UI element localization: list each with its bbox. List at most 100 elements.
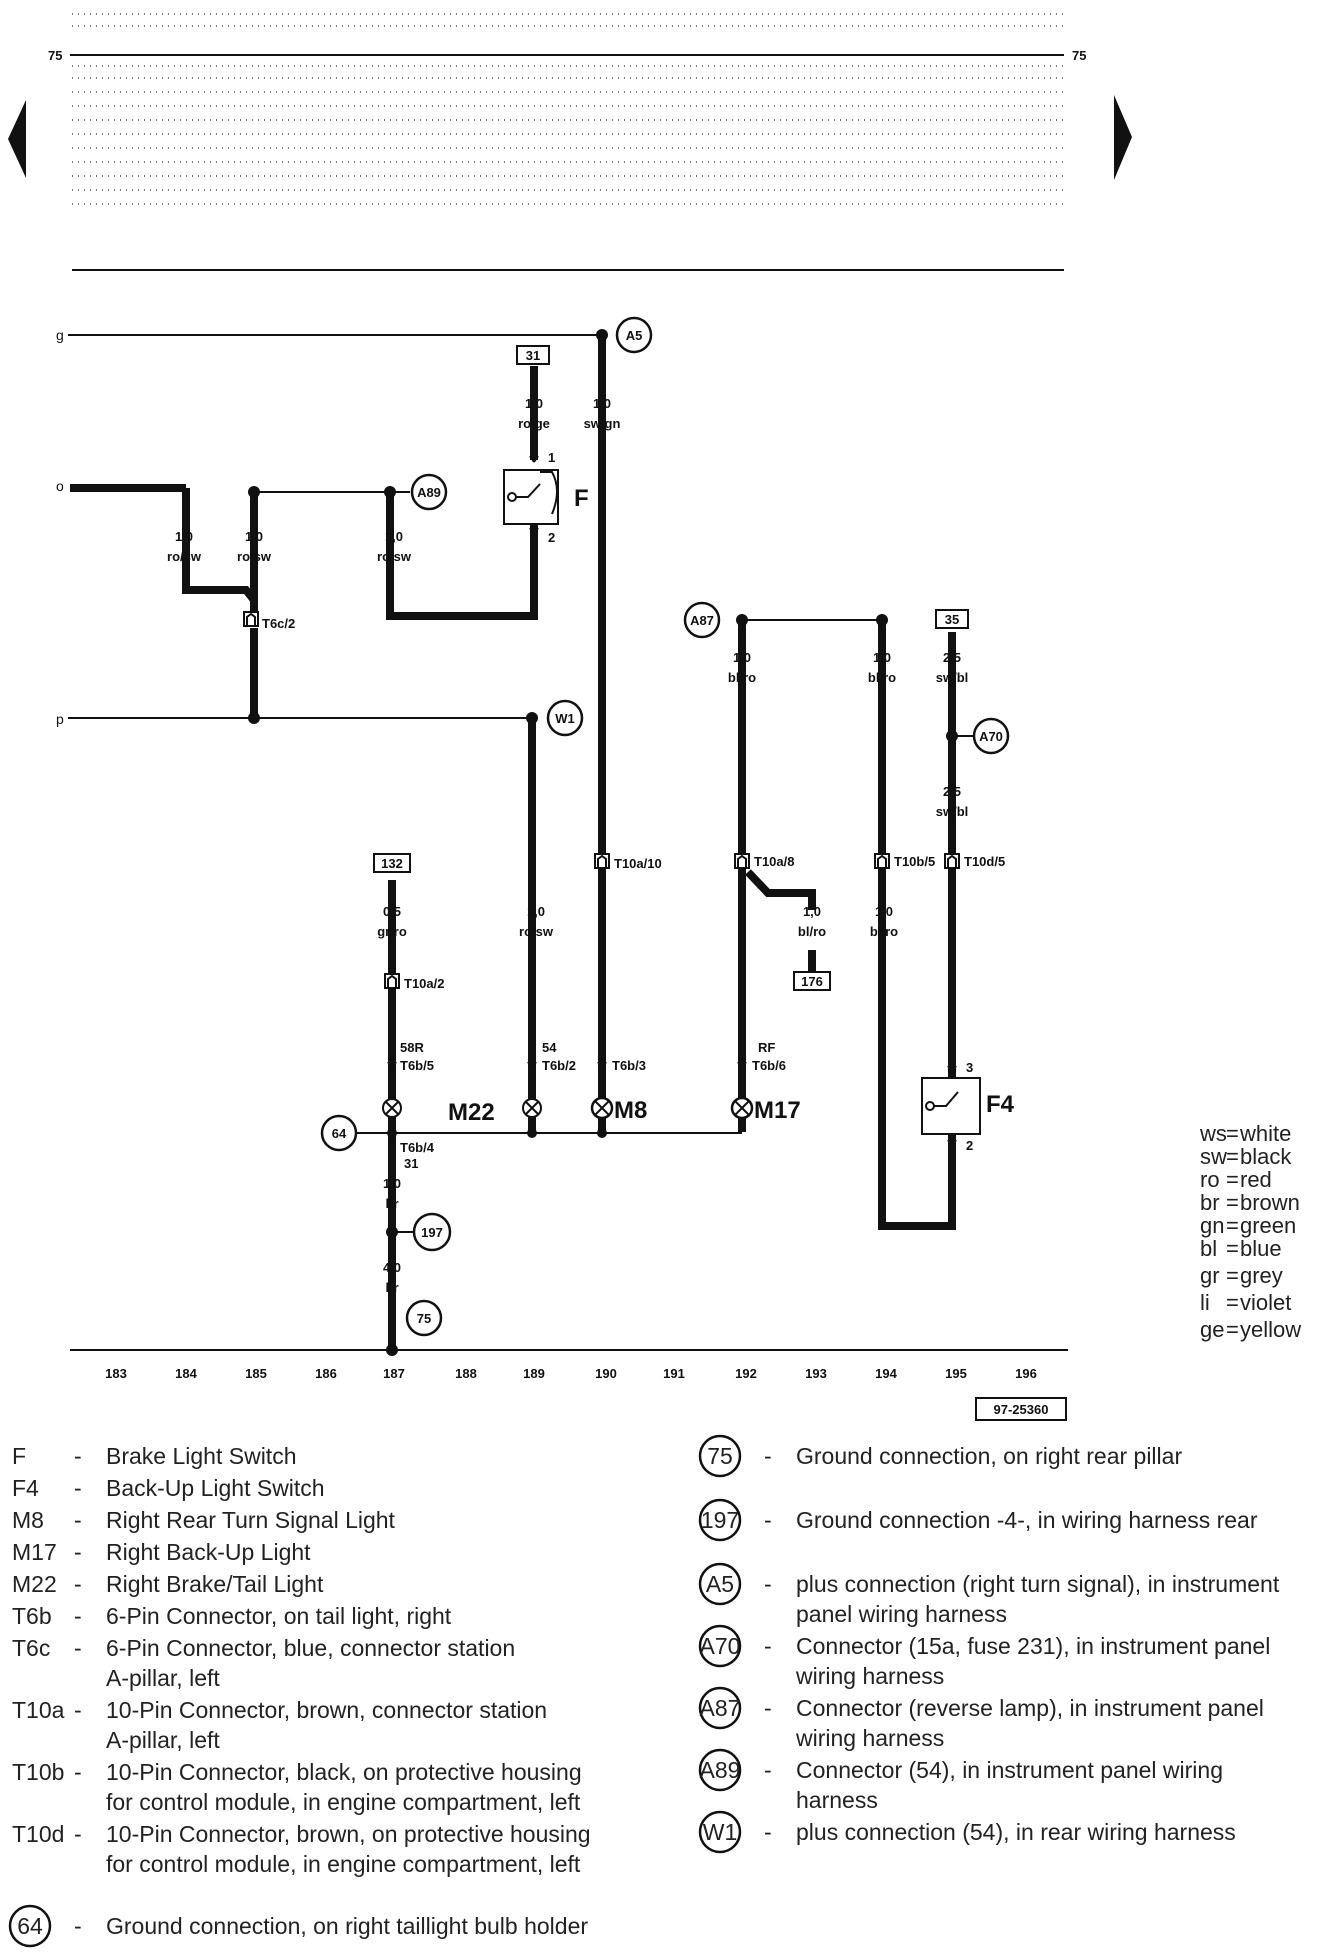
wire-31-color: ro/ge — [518, 416, 550, 431]
legend-code-w1: W1 — [703, 1819, 738, 1845]
svg-text:-: - — [74, 1443, 82, 1469]
legend-code-a89: A89 — [700, 1757, 741, 1783]
color-key-code-1: sw — [1200, 1144, 1227, 1169]
legend-desc2-t6c: A-pillar, left — [106, 1665, 220, 1691]
connector-t6c2: T6c/2 — [243, 611, 295, 631]
legend-desc2-t10a: A-pillar, left — [106, 1727, 220, 1753]
svg-text:-: - — [74, 1571, 82, 1597]
pin-31: 31 — [404, 1156, 418, 1171]
wire-35-color: sw/bl — [936, 670, 969, 685]
connector-t10a2: T10a/2 — [384, 973, 444, 991]
wire-gnd1-color: br — [386, 1196, 399, 1211]
svg-text:=: = — [1226, 1121, 1239, 1146]
drawing-number: 97-25360 — [975, 1397, 1067, 1421]
wire-a70-size: 2,5 — [943, 784, 961, 799]
svg-text:-: - — [764, 1507, 772, 1533]
legend-code-f4: F4 — [12, 1475, 39, 1501]
wire-o3-color: ro/sw — [377, 549, 412, 564]
circle-a89-label: A89 — [417, 485, 441, 500]
svg-text:-: - — [74, 1539, 82, 1565]
tick-195: 195 — [945, 1366, 967, 1381]
tick-184: 184 — [175, 1366, 197, 1381]
svg-text:-: - — [74, 1603, 82, 1629]
connector-t10a10: T10a/10 — [594, 853, 662, 871]
prev-page-arrow-icon[interactable] — [8, 100, 26, 178]
wire-132-size: 0,5 — [383, 904, 401, 919]
svg-text:-: - — [764, 1571, 772, 1597]
color-key-name-7: violet — [1240, 1290, 1291, 1315]
page-ref-right: 75 — [1072, 48, 1086, 63]
wire-31-size: 1,0 — [525, 396, 543, 411]
wire-132-color: gr/ro — [377, 924, 407, 939]
svg-text:-: - — [764, 1633, 772, 1659]
page-ref-left: 75 — [48, 48, 62, 63]
terminal-box-35: 35 — [935, 609, 969, 629]
circle-a87-label: A87 — [690, 613, 714, 628]
current-track-numbers: 183 184 185 186 187 188 189 190 191 192 … — [105, 1366, 1037, 1381]
tick-192: 192 — [735, 1366, 757, 1381]
circle-197-label: 197 — [421, 1225, 443, 1240]
terminal-176-label: 176 — [801, 974, 823, 989]
component-f4-label: F4 — [986, 1091, 1015, 1118]
svg-text:-: - — [74, 1507, 82, 1533]
circle-75-label: 75 — [417, 1311, 431, 1326]
legend-code-f: F — [12, 1443, 26, 1469]
backup-light-switch-f4: 3 2 F4 — [921, 1060, 1015, 1160]
svg-text:=: = — [1226, 1317, 1239, 1342]
legend-code-t10b: T10b — [12, 1759, 64, 1785]
next-page-arrow-icon[interactable] — [1114, 95, 1132, 180]
pin-rf: RF — [758, 1040, 775, 1055]
legend-desc-t6c: 6-Pin Connector, blue, connector station — [106, 1635, 515, 1661]
wire-o3-size: 1,0 — [385, 529, 403, 544]
legend-desc-a70: Connector (15a, fuse 231), in instrument… — [796, 1633, 1270, 1659]
legend-code-m17: M17 — [12, 1539, 57, 1565]
connector-t6b5-label: T6b/5 — [400, 1058, 434, 1073]
circle-a70: A70 — [952, 717, 1010, 755]
previous-section-strip: 75 75 — [48, 13, 1086, 271]
svg-text:=: = — [1226, 1213, 1239, 1238]
tick-194: 194 — [875, 1366, 897, 1381]
lamp-pin-connectors: 58R T6b/5 54 T6b/2 T6b/3 RF T6b/6 T6b/4 … — [387, 1040, 786, 1171]
color-key-code-0: ws — [1199, 1121, 1227, 1146]
legend-desc-a5: plus connection (right turn signal), in … — [796, 1571, 1280, 1597]
color-key-code-7: li — [1200, 1290, 1210, 1315]
circle-w1-label: W1 — [555, 711, 575, 726]
circle-197: 197 — [392, 1212, 452, 1252]
legend-desc-a87: Connector (reverse lamp), in instrument … — [796, 1695, 1264, 1721]
svg-text:-: - — [74, 1697, 82, 1723]
wire-w1-color: ro/sw — [519, 924, 554, 939]
circle-a89: A89 — [410, 473, 448, 511]
color-key-name-3: brown — [1240, 1190, 1300, 1215]
drawing-number-label: 97-25360 — [994, 1402, 1049, 1417]
color-key-name-1: black — [1240, 1144, 1292, 1169]
legend-desc-f: Brake Light Switch — [106, 1443, 296, 1469]
color-key-name-4: green — [1240, 1213, 1296, 1238]
wire-a5-color: sw/gn — [584, 416, 621, 431]
circle-w1: W1 — [546, 699, 584, 737]
legend-code-t10d: T10d — [12, 1821, 64, 1847]
rail-label-o: o — [56, 478, 64, 494]
connector-t6c2-label: T6c/2 — [262, 616, 295, 631]
legend-code-197: 197 — [701, 1507, 739, 1533]
rail-label-p: p — [56, 711, 64, 727]
bulb-m8: M8 — [590, 1096, 647, 1124]
svg-text:-: - — [74, 1759, 82, 1785]
wire-a5-size: 1,0 — [593, 396, 611, 411]
component-m17-label: M17 — [754, 1097, 801, 1124]
component-m8-label: M8 — [614, 1097, 647, 1124]
wire-176-color: bl/ro — [798, 924, 826, 939]
wires — [70, 335, 1068, 1351]
switch-f4-pin-3: 3 — [966, 1060, 973, 1075]
connector-t6b2-label: T6b/2 — [542, 1058, 576, 1073]
wire-a87b-color: bl/ro — [868, 670, 896, 685]
svg-text:-: - — [764, 1819, 772, 1845]
connector-t6b4-label: T6b/4 — [400, 1140, 435, 1155]
switch-f-pin-2: 2 — [548, 530, 555, 545]
circle-a70-label: A70 — [979, 729, 1003, 744]
tick-188: 188 — [455, 1366, 477, 1381]
rails: g o p — [56, 327, 602, 727]
color-key-name-5: blue — [1240, 1236, 1282, 1261]
connector-t6b3-label: T6b/3 — [612, 1058, 646, 1073]
legend-desc2-a87: wiring harness — [795, 1725, 944, 1751]
